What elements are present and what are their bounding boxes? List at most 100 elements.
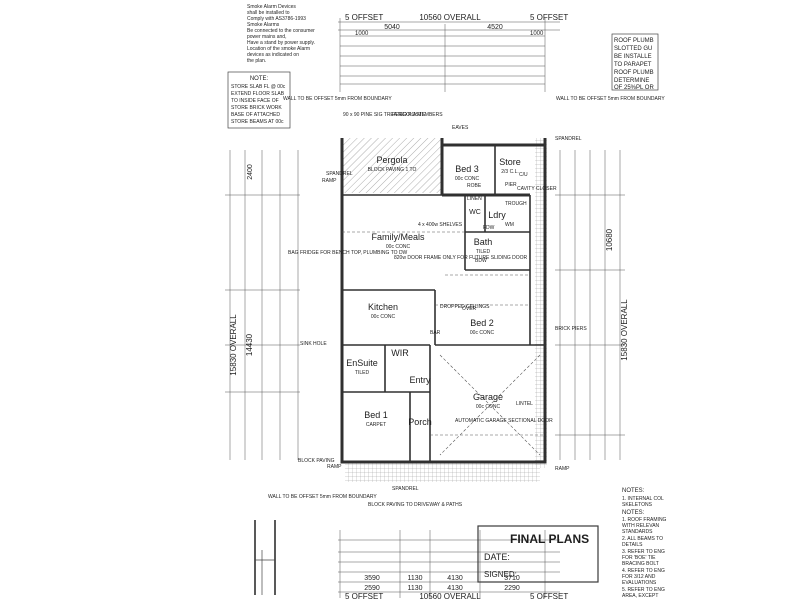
svg-text:Have a stand by power supply.: Have a stand by power supply.	[247, 40, 315, 46]
svg-text:CARPET: CARPET	[366, 422, 386, 428]
pergola-paving	[342, 138, 442, 193]
svg-text:00c CONC: 00c CONC	[371, 314, 396, 320]
svg-text:EXTEND FLOOR SLAB: EXTEND FLOOR SLAB	[231, 91, 285, 97]
svg-text:Smoke Alarm Devices: Smoke Alarm Devices	[247, 4, 296, 10]
svg-text:PIER: PIER	[505, 182, 517, 188]
svg-text:OVER: OVER	[462, 306, 477, 312]
svg-text:STORE BRICK WORK: STORE BRICK WORK	[231, 105, 282, 111]
svg-text:AUTOMATIC GARAGE SECTIONAL DOO: AUTOMATIC GARAGE SECTIONAL DOOR	[455, 418, 553, 424]
svg-text:WALL TO BE OFFSET 5mm FROM BOU: WALL TO BE OFFSET 5mm FROM BOUNDARY	[268, 494, 377, 500]
room-bath: Bath	[474, 237, 493, 247]
room-ldry: Ldry	[488, 210, 506, 220]
svg-text:RAMP: RAMP	[327, 464, 342, 470]
svg-text:Location of the smoke Alarm: Location of the smoke Alarm	[247, 46, 310, 52]
svg-text:PERGOLA MEMBERS: PERGOLA MEMBERS	[392, 112, 443, 118]
svg-text:WALL TO BE OFFSET 5mm FROM BOU: WALL TO BE OFFSET 5mm FROM BOUNDARY	[283, 96, 392, 102]
svg-text:14430: 14430	[245, 333, 254, 356]
svg-text:5. REFER TO ENG: 5. REFER TO ENG	[622, 587, 665, 593]
svg-text:WITH RELEVAN: WITH RELEVAN	[622, 523, 660, 529]
svg-text:STANDARDS: STANDARDS	[622, 529, 653, 535]
svg-text:devices as indicated on: devices as indicated on	[247, 52, 299, 58]
svg-text:DETAILS: DETAILS	[622, 542, 643, 548]
svg-text:SINK HOLE: SINK HOLE	[300, 341, 327, 347]
svg-text:Be connected to the consumer: Be connected to the consumer	[247, 28, 315, 34]
svg-text:00c CONC: 00c CONC	[470, 330, 495, 336]
svg-text:BRICK PIERS: BRICK PIERS	[555, 326, 587, 332]
svg-text:10560 OVERALL: 10560 OVERALL	[419, 13, 481, 22]
room-bed3: Bed 3	[455, 164, 479, 174]
svg-text:1. ROOF FRAMING: 1. ROOF FRAMING	[622, 517, 667, 523]
svg-text:10560 OVERALL: 10560 OVERALL	[419, 592, 481, 600]
svg-text:DATE:: DATE:	[484, 552, 510, 562]
svg-text:STORE SLAB FL @ 00c: STORE SLAB FL @ 00c	[231, 84, 286, 90]
svg-text:TO INSIDE FACE OF: TO INSIDE FACE OF	[231, 98, 279, 104]
room-porch: Porch	[408, 417, 432, 427]
building-walls	[340, 138, 547, 464]
room-bed2: Bed 2	[470, 318, 494, 328]
svg-text:RAMP: RAMP	[322, 178, 337, 184]
smoke-alarm-notes: Smoke Alarm Devices shall be installed t…	[247, 4, 315, 64]
svg-text:RAMP: RAMP	[555, 466, 570, 472]
svg-text:TROUGH: TROUGH	[505, 201, 527, 207]
room-pergola: Pergola	[376, 155, 407, 165]
svg-text:3590: 3590	[364, 575, 380, 582]
svg-text:4130: 4130	[447, 575, 463, 582]
svg-text:SLOTTED GU: SLOTTED GU	[614, 46, 652, 52]
room-wir: WIR	[391, 348, 409, 358]
svg-text:2400: 2400	[247, 164, 254, 180]
svg-text:1130: 1130	[407, 575, 422, 582]
svg-text:LINTEL: LINTEL	[516, 401, 533, 407]
svg-text:C/U: C/U	[519, 172, 528, 178]
svg-text:1130: 1130	[407, 585, 422, 592]
svg-text:15830 OVERALL: 15830 OVERALL	[620, 299, 629, 361]
svg-text:BAR: BAR	[430, 330, 441, 336]
svg-text:BAG FRIDGE FOR BENCH TOP, PLUM: BAG FRIDGE FOR BENCH TOP, PLUMBING TO DW	[288, 250, 408, 256]
svg-text:BLOCK PAVING: BLOCK PAVING	[298, 458, 335, 464]
svg-text:NOTES:: NOTES:	[622, 510, 645, 516]
svg-text:NOTE:: NOTE:	[250, 76, 269, 82]
room-family-meals: Family/Meals	[371, 232, 425, 242]
svg-text:CAVITY CLOSER: CAVITY CLOSER	[517, 186, 557, 192]
svg-text:LINEN: LINEN	[467, 196, 482, 202]
svg-text:TO PARAPET: TO PARAPET	[614, 62, 652, 68]
svg-text:5 OFFSET: 5 OFFSET	[530, 592, 568, 600]
svg-text:00c CONC: 00c CONC	[455, 176, 480, 182]
store-slab-note: NOTE: STORE SLAB FL @ 00c EXTEND FLOOR S…	[227, 71, 291, 129]
svg-text:FOR 'BOE' TIE: FOR 'BOE' TIE	[622, 555, 656, 561]
svg-text:820w DOOR FRAME ONLY FOR FUTUR: 820w DOOR FRAME ONLY FOR FUTURE SLIDING …	[394, 255, 528, 261]
svg-text:5040: 5040	[384, 24, 400, 31]
roof-plumbing-note: ROOF PLUMB SLOTTED GU BE INSTALLE TO PAR…	[611, 33, 659, 91]
svg-text:power mains and,: power mains and,	[247, 34, 286, 40]
svg-text:WALL TO BE OFFSET 5mm FROM BOU: WALL TO BE OFFSET 5mm FROM BOUNDARY	[556, 96, 665, 102]
svg-text:4 x 400w SHELVES: 4 x 400w SHELVES	[418, 222, 463, 228]
final-plans-stamp: FINAL PLANS DATE: SIGNED:	[477, 525, 599, 583]
svg-text:BASE OF ATTACHED: BASE OF ATTACHED	[231, 112, 280, 118]
room-wc: WC	[469, 209, 481, 216]
svg-text:ROBE: ROBE	[467, 183, 482, 189]
svg-text:4520: 4520	[487, 24, 503, 31]
room-labels: Pergola BLOCK PAVING 1 TO Bed 3 00c CONC…	[346, 155, 521, 428]
svg-text:AREA, EXCEPT: AREA, EXCEPT	[622, 593, 658, 599]
svg-text:ROOF PLUMB: ROOF PLUMB	[614, 38, 654, 44]
svg-text:5 OFFSET: 5 OFFSET	[530, 13, 568, 22]
svg-text:FDW: FDW	[483, 225, 495, 231]
room-store: Store	[499, 157, 521, 167]
svg-text:DROPPED CEILINGS: DROPPED CEILINGS	[440, 304, 490, 310]
svg-text:DETERMINE: DETERMINE	[614, 78, 649, 84]
svg-text:BRACING BOLT: BRACING BOLT	[622, 561, 659, 567]
svg-text:FINAL PLANS: FINAL PLANS	[510, 532, 589, 546]
left-dimensions: 15830 OVERALL 14430 2400	[225, 150, 300, 460]
svg-text:1000: 1000	[530, 31, 544, 37]
svg-text:15830 OVERALL: 15830 OVERALL	[229, 314, 238, 376]
svg-text:BLOCK PAVING TO DRIVEWAY & PAT: BLOCK PAVING TO DRIVEWAY & PATHS	[368, 502, 463, 508]
svg-text:TILED: TILED	[476, 249, 491, 255]
svg-text:4. REFER TO ENG: 4. REFER TO ENG	[622, 568, 665, 574]
svg-text:BLOCK PAVING 1 TO: BLOCK PAVING 1 TO	[368, 167, 417, 173]
svg-text:shall be installed to: shall be installed to	[247, 10, 290, 16]
annotations: PERGOLA MEMBERS 90 x 90 PINE SIG TREATED…	[268, 96, 665, 508]
right-notes: NOTES: 1. INTERNAL COL SKELETONS NOTES: …	[622, 488, 667, 599]
svg-text:2/3 C.L.: 2/3 C.L.	[501, 169, 519, 175]
room-ensuite: EnSuite	[346, 358, 378, 368]
room-garage: Garage	[473, 392, 503, 402]
